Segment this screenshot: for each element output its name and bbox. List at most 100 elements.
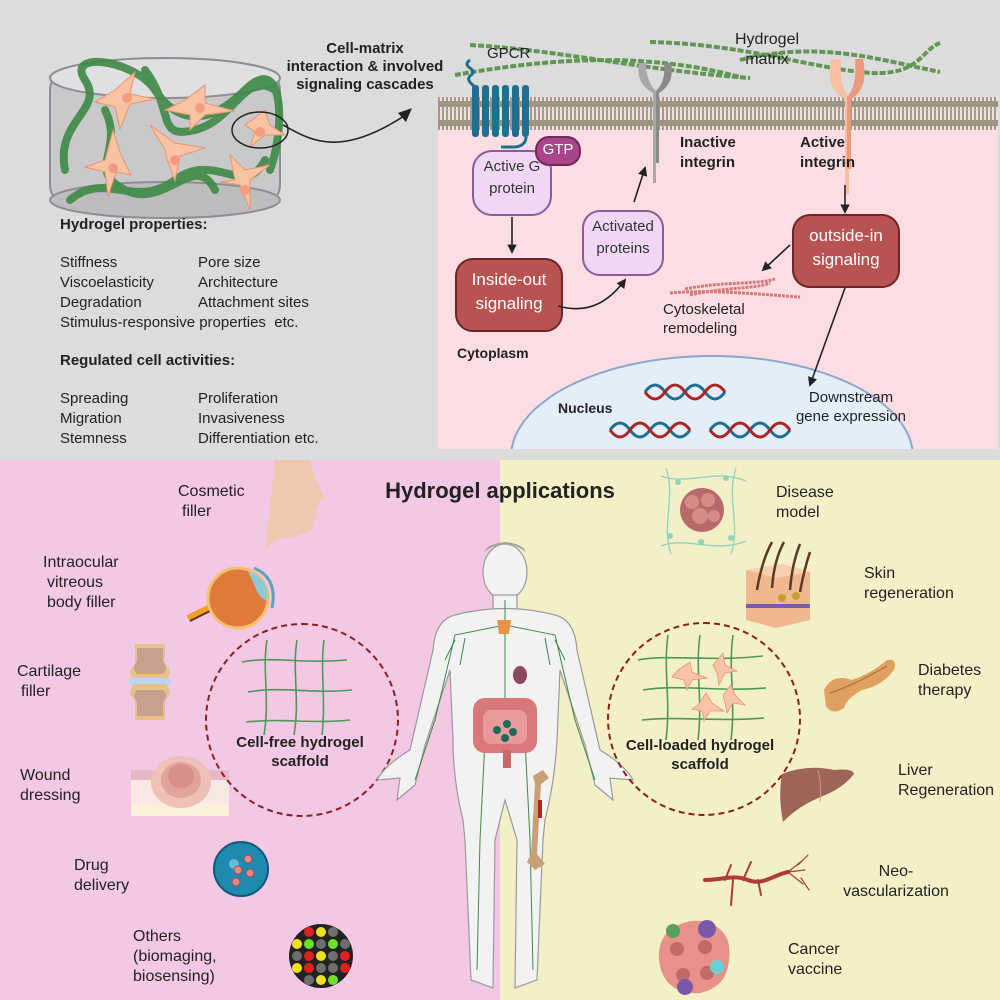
application-wound-dressing: Wound dressing xyxy=(20,766,80,806)
hydrogel-mesh-with-cells-icon xyxy=(637,634,767,741)
label-line: scaffold xyxy=(671,756,729,773)
hydrogel-matrix-label: Hydrogel matrix xyxy=(712,30,822,70)
label-line: Active xyxy=(800,134,846,151)
label-line: Active G xyxy=(483,158,541,175)
cancer-cells-icon xyxy=(658,920,730,995)
hydrogel-matrix-fibers-icon xyxy=(454,40,941,80)
cytoskeleton-fibers-icon xyxy=(669,277,801,299)
label-line: regeneration xyxy=(864,585,954,602)
label-line: delivery xyxy=(74,877,130,894)
inside-out-signaling-box: Inside-out signaling xyxy=(455,258,563,332)
label-line: Others xyxy=(133,928,182,945)
label-line: vascularization xyxy=(843,883,949,900)
label-line: Regeneration xyxy=(898,782,995,799)
activity-item: Migration xyxy=(60,410,122,427)
array-dot xyxy=(316,951,326,961)
property-item: Architecture xyxy=(198,274,279,291)
signaling-arrows xyxy=(507,166,850,387)
label-line: remodeling xyxy=(663,320,738,337)
dna-icon xyxy=(608,383,792,439)
cell-loaded-scaffold-label: Cell-loaded hydrogel scaffold xyxy=(610,736,790,774)
label-line: Skin xyxy=(864,565,896,582)
label-line: integrin xyxy=(800,154,855,171)
arrow-icon xyxy=(557,278,627,310)
label-line: protein xyxy=(489,180,535,197)
application-drug-delivery: Drug delivery xyxy=(74,856,129,896)
activated-proteins-box: Activated proteins xyxy=(582,210,664,276)
pancreas-icon xyxy=(824,659,896,712)
label-line: Disease xyxy=(776,484,834,501)
array-dot xyxy=(316,975,326,985)
liver-icon xyxy=(780,767,854,822)
label-line: vaccine xyxy=(788,961,843,978)
label-line: Diabetes xyxy=(918,662,982,679)
label-line: vitreous xyxy=(47,574,104,591)
eye-icon xyxy=(186,566,275,630)
property-item: Stimulus-responsive properties etc. xyxy=(60,314,299,331)
joint-icon xyxy=(129,644,171,720)
label-line: Drug xyxy=(74,857,109,874)
array-dot xyxy=(316,927,326,937)
inactive-integrin-label: Inactive integrin xyxy=(680,133,736,173)
label-line: Wound xyxy=(20,767,71,784)
cell-free-scaffold-label: Cell-free hydrogel scaffold xyxy=(220,733,380,771)
application-disease-model: Disease model xyxy=(776,483,834,523)
array-dot xyxy=(304,951,314,961)
label-line: Liver xyxy=(898,762,933,779)
nucleus-label: Nucleus xyxy=(558,400,613,416)
label-line: Activated xyxy=(592,218,654,235)
tumor-spheroid-icon xyxy=(660,467,747,555)
cell-membrane xyxy=(438,97,998,130)
arrow-icon xyxy=(808,287,846,387)
hydrogel-mesh-icon xyxy=(241,639,353,736)
femur-icon xyxy=(527,770,549,870)
property-item: Viscoelasticity xyxy=(60,274,154,291)
drug-particle-icon xyxy=(213,841,269,897)
label-line: body filler xyxy=(47,594,116,611)
label-line: dressing xyxy=(20,787,81,804)
label-line: Hydrogel xyxy=(734,31,800,48)
array-dot xyxy=(340,939,350,949)
array-dot xyxy=(304,939,314,949)
application-intraocular-filler: Intraocular vitreous body filler xyxy=(43,553,119,613)
skin-wound-icon xyxy=(131,756,229,816)
label-line: scaffold xyxy=(271,753,329,770)
activity-item: Spreading xyxy=(60,390,129,407)
intestine-icon xyxy=(473,698,537,768)
array-dot xyxy=(316,963,326,973)
title-line: interaction & involved xyxy=(286,58,444,75)
array-dot xyxy=(304,975,314,985)
label-line: Cell-free hydrogel xyxy=(236,734,364,751)
label-line: Cartilage xyxy=(17,663,82,680)
label-line: Intraocular xyxy=(43,554,119,571)
human-body-icon xyxy=(375,542,635,989)
application-diabetes-therapy: Diabetes therapy xyxy=(918,661,981,701)
application-neovascularization: Neo- vascularization xyxy=(836,862,956,902)
hydrogel-cylinder-illustration xyxy=(49,57,289,219)
microarray-icon xyxy=(289,924,353,988)
label-line: Cancer xyxy=(788,941,840,958)
array-dot xyxy=(304,963,314,973)
label-line: matrix xyxy=(745,51,789,68)
hydrogel-properties-section: Hydrogel properties: Stiffness Viscoelas… xyxy=(60,215,319,449)
active-integrin-label: Active integrin xyxy=(800,133,855,173)
active-integrin-icon xyxy=(829,59,865,194)
label-line: Cosmetic xyxy=(178,483,245,500)
application-liver-regeneration: Liver Regeneration xyxy=(898,761,994,801)
label-line: signaling xyxy=(475,294,543,313)
arrow-icon xyxy=(761,244,791,272)
blood-vessel-icon xyxy=(703,854,810,906)
label-line: outside-in xyxy=(809,226,883,245)
array-dot xyxy=(340,963,350,973)
gtp-badge: GTP xyxy=(535,136,581,166)
label-line: therapy xyxy=(918,682,972,699)
array-dot xyxy=(328,951,338,961)
property-item: Attachment sites xyxy=(198,294,309,311)
label-line: Neo- xyxy=(878,863,914,880)
activity-item: Proliferation xyxy=(198,390,279,407)
array-dot xyxy=(340,951,350,961)
title-line: signaling cascades xyxy=(296,76,434,93)
label-line: Cytoskeletal xyxy=(663,301,745,318)
activity-item: Stemness xyxy=(60,430,127,447)
array-dot xyxy=(328,975,338,985)
